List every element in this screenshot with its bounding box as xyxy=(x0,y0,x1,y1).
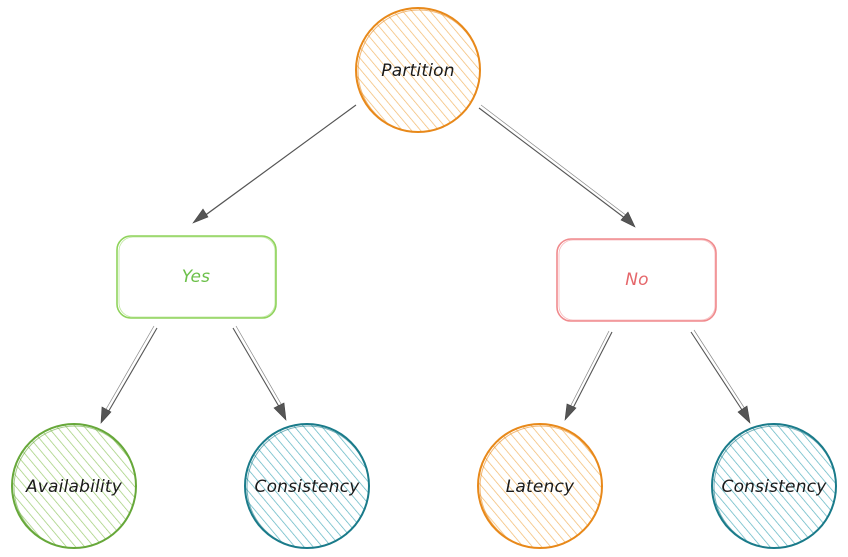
arrowhead-latency xyxy=(564,403,577,421)
node-consistency-left: Consistency xyxy=(244,423,370,549)
node-no-box-sketch xyxy=(558,239,716,321)
arrowhead-yes xyxy=(192,208,209,224)
node-partition-label: Partition xyxy=(381,61,454,81)
node-no: No xyxy=(556,238,717,322)
node-no-label: No xyxy=(625,270,649,290)
node-yes-box xyxy=(116,235,277,319)
node-yes-label: Yes xyxy=(182,267,210,287)
edge-yes-availability xyxy=(106,327,158,415)
node-consistency-left-label: Consistency xyxy=(255,477,361,497)
arrowhead-availability xyxy=(100,406,112,424)
node-no-box xyxy=(556,238,717,322)
node-partition-circle-sketch xyxy=(357,9,481,133)
edge-yes-consistency-sketch xyxy=(235,325,285,410)
node-consistency-left-circle-sketch xyxy=(246,425,370,549)
node-partition: Partition xyxy=(355,7,481,133)
edge-no-consistency xyxy=(690,331,745,414)
edge-no-consistency-sketch xyxy=(693,329,748,413)
edge-yes-availability-sketch xyxy=(104,325,155,412)
edge-yes-consistency xyxy=(232,327,282,411)
edge-partition-no-sketch xyxy=(480,104,632,220)
arrowhead-no xyxy=(620,211,636,228)
arrowhead-consistency-left xyxy=(273,402,287,421)
edge-no-latency-sketch xyxy=(568,330,610,410)
node-consistency-right: Consistency xyxy=(711,423,837,549)
node-latency: Latency xyxy=(477,423,603,549)
node-latency-circle-sketch xyxy=(479,425,603,549)
node-consistency-right-circle-sketch xyxy=(713,425,837,549)
node-yes: Yes xyxy=(116,235,277,319)
edge-partition-no xyxy=(478,107,631,223)
node-latency-label: Latency xyxy=(506,477,575,497)
edges xyxy=(100,104,751,424)
node-availability-label: Availability xyxy=(25,477,123,497)
node-availability: Availability xyxy=(11,423,137,549)
edge-no-latency xyxy=(571,331,613,411)
node-availability-circle-sketch xyxy=(13,425,137,549)
arrowhead-consistency-right xyxy=(737,405,751,424)
node-yes-box-sketch xyxy=(118,236,276,318)
node-consistency-right-label: Consistency xyxy=(722,477,828,497)
edge-partition-yes-sketch xyxy=(197,107,353,222)
